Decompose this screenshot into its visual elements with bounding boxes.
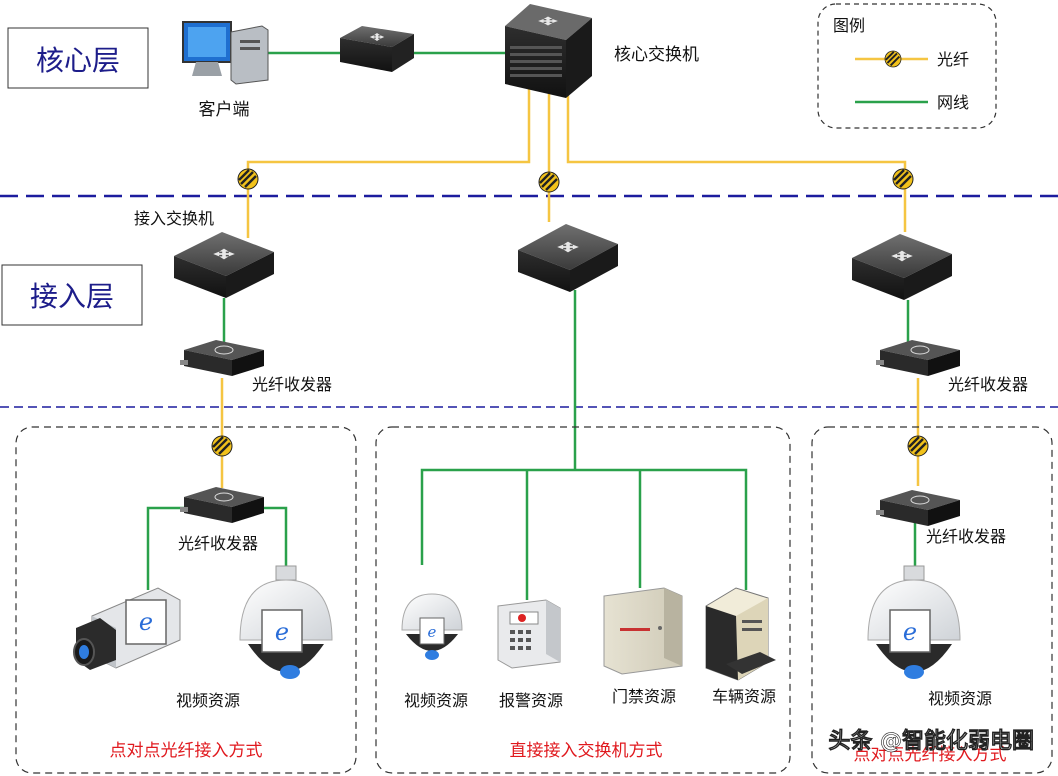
alarm-panel-icon xyxy=(497,599,561,669)
dome-camera-right-icon: e xyxy=(867,565,961,679)
point-to-point-group-right xyxy=(811,426,1053,774)
transceiver-edge-right-label: 光纤收发器 xyxy=(926,527,1006,546)
client-label: 客户端 xyxy=(199,100,250,120)
fiber-marker-icon xyxy=(891,167,915,191)
legend-fiber-marker-icon xyxy=(884,50,902,68)
core-layer-box xyxy=(7,27,149,89)
watermark: 头条 @智能化弱电圈 xyxy=(828,728,1034,754)
video-resource-right-label: 视频资源 xyxy=(928,689,992,708)
svg-text:e: e xyxy=(903,618,917,646)
vehicle-resource-label: 车辆资源 xyxy=(712,687,776,706)
transceiver-left-icon xyxy=(180,340,264,376)
transceiver-right-label: 光纤收发器 xyxy=(948,375,1028,394)
core-switch-label: 核心交换机 xyxy=(614,45,699,65)
access-control-resource-label: 门禁资源 xyxy=(612,687,676,706)
fiber-marker-icon xyxy=(210,434,234,458)
client-computer-icon xyxy=(182,21,269,85)
cable-links xyxy=(146,51,917,600)
fiber-marker-icon xyxy=(537,170,561,194)
point-to-point-mode-right-label: 点对点光纤接入方式 xyxy=(854,745,1007,765)
transceiver-edge-left-icon xyxy=(180,487,264,523)
svg-text:e: e xyxy=(139,608,153,636)
access-control-panel-icon xyxy=(603,587,683,675)
transceiver-edge-left-label: 光纤收发器 xyxy=(178,534,258,553)
fiber-marker-icon xyxy=(906,434,930,458)
svg-text:e: e xyxy=(428,623,437,641)
transceiver-left-label: 光纤收发器 xyxy=(252,375,332,394)
direct-switch-group xyxy=(375,426,791,774)
fiber-marker-icon xyxy=(236,167,260,191)
legend-box xyxy=(817,3,997,129)
legend-fiber-label: 光纤 xyxy=(937,50,969,69)
alarm-resource-label: 报警资源 xyxy=(499,691,563,710)
transceiver-edge-right-icon xyxy=(876,490,960,526)
legend-title: 图例 xyxy=(833,16,865,35)
video-resource-center-label: 视频资源 xyxy=(404,691,468,710)
access-switch-right-icon xyxy=(852,234,952,300)
svg-text:e: e xyxy=(275,618,289,646)
point-to-point-mode-left-label: 点对点光纤接入方式 xyxy=(110,741,263,761)
access-switch-label: 接入交换机 xyxy=(134,209,214,228)
vehicle-server-icon xyxy=(705,587,776,681)
fiber-links xyxy=(220,88,920,488)
access-layer-label: 接入层 xyxy=(30,280,114,313)
direct-switch-mode-label: 直接接入交换机方式 xyxy=(510,741,663,761)
network-switch-icon xyxy=(340,26,414,72)
core-switch-icon xyxy=(505,4,592,98)
dome-camera-center-icon: e xyxy=(401,593,463,660)
box-camera-icon: e xyxy=(73,587,181,670)
video-resource-left-label: 视频资源 xyxy=(176,691,240,710)
access-switch-left-icon xyxy=(174,232,274,298)
core-layer-label: 核心层 xyxy=(36,44,120,77)
access-switch-center-icon xyxy=(518,224,618,292)
dome-camera-left-icon: e xyxy=(239,565,333,679)
transceiver-right-icon xyxy=(876,340,960,376)
legend-cable-label: 网线 xyxy=(937,93,969,112)
access-layer-box xyxy=(1,264,143,326)
